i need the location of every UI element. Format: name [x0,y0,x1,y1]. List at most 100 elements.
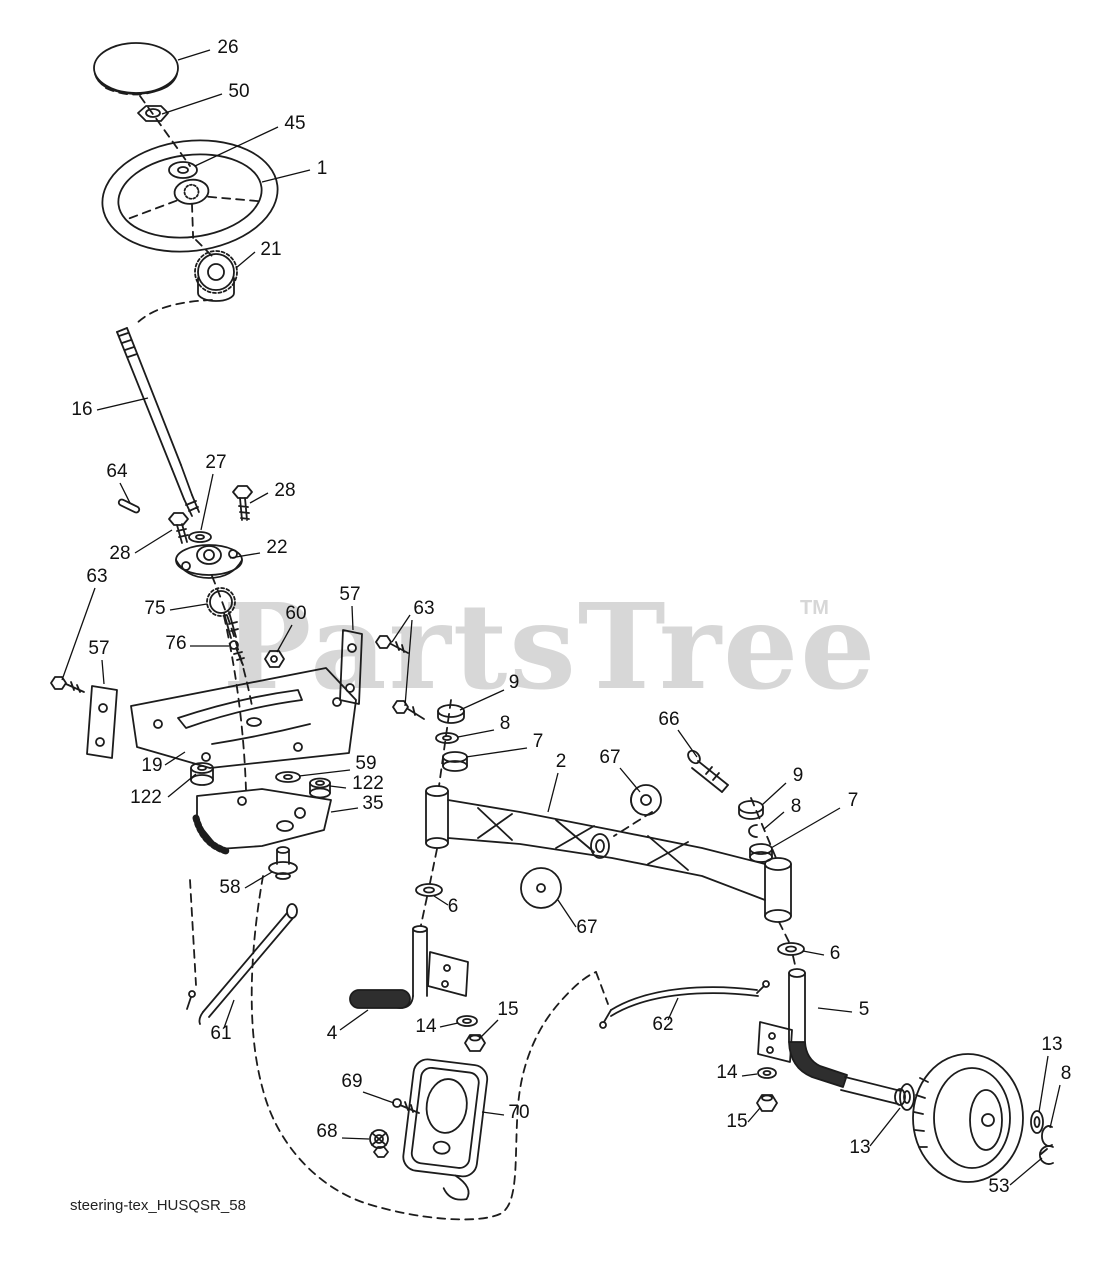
part-45-washer [168,161,198,179]
part-callout-8[interactable]: 8 [791,796,802,817]
watermark-trademark: TM [800,597,829,619]
part-callout-28[interactable]: 28 [109,543,130,564]
callout-leader-line [249,492,269,504]
part-callout-63[interactable]: 63 [86,566,107,587]
part-1-steering-wheel [101,139,279,253]
part-callout-35[interactable]: 35 [362,793,383,814]
part-callout-59[interactable]: 59 [355,753,376,774]
callout-leader-line [167,773,197,798]
part-callout-63[interactable]: 63 [413,598,434,619]
part-callout-9[interactable]: 9 [793,765,804,786]
part-callout-122[interactable]: 122 [130,787,162,808]
part-4-left-spindle [349,925,469,1009]
partstree-watermark: PartsTree [223,577,878,716]
part-callout-5[interactable]: 5 [859,999,870,1020]
callout-leader-line [770,807,841,849]
part-callout-6[interactable]: 6 [448,896,459,917]
callout-leader-line [547,772,559,813]
part-callout-14[interactable]: 14 [415,1016,437,1037]
callout-leader-line [869,1107,901,1147]
part-callout-9[interactable]: 9 [509,672,520,693]
part-22-bearing [175,544,243,579]
part-callout-75[interactable]: 75 [144,598,165,619]
callout-leader-line [404,619,413,707]
part-callout-122[interactable]: 122 [352,773,384,794]
part-60-nut [264,650,285,668]
part-callout-69[interactable]: 69 [341,1071,362,1092]
part-callout-64[interactable]: 64 [106,461,128,482]
part-callout-50[interactable]: 50 [228,81,249,102]
callout-leader-line [161,93,223,115]
part-26-cap [93,42,179,96]
part-callout-19[interactable]: 19 [141,755,162,776]
callout-leader-line [200,473,214,531]
part-16-steering-shaft [116,327,200,517]
part-callout-21[interactable]: 21 [260,239,281,260]
part-callout-7[interactable]: 7 [848,790,859,811]
part-callout-57[interactable]: 57 [339,584,360,605]
callout-leader-line [391,614,411,643]
callout-leader-line [763,811,785,830]
callout-leader-line [177,49,211,61]
callout-leader-line [1038,1055,1049,1113]
part-callout-60[interactable]: 60 [285,603,306,624]
part-callout-67[interactable]: 67 [599,747,620,768]
part-callout-13[interactable]: 13 [849,1137,870,1158]
part-21-wheel-adapter [194,250,238,302]
part-callout-70[interactable]: 70 [508,1102,529,1123]
part-59-washer [275,771,301,783]
part-callout-4[interactable]: 4 [327,1023,338,1044]
part-14-15-left-hardware [456,1015,486,1052]
part-2-axle-assembly [425,785,792,923]
part-27-washer [188,531,212,543]
part-14-15-right-hardware [756,1067,778,1112]
part-callout-7[interactable]: 7 [533,731,544,752]
callout-leader-line [235,251,256,269]
part-19-steering-plate [130,667,357,769]
part-5-right-spindle [757,968,906,1106]
part-callout-8[interactable]: 8 [1061,1063,1072,1084]
part-callout-58[interactable]: 58 [219,877,240,898]
part-callout-53[interactable]: 53 [988,1176,1009,1197]
part-callout-2[interactable]: 2 [556,751,567,772]
part-75-pinion-gear [206,587,239,639]
part-callout-22[interactable]: 22 [266,537,287,558]
part-callout-67[interactable]: 67 [576,917,597,938]
part-callout-62[interactable]: 62 [652,1014,673,1035]
part-callout-16[interactable]: 16 [71,399,92,420]
part-callout-68[interactable]: 68 [316,1121,337,1142]
part-callout-6[interactable]: 6 [830,943,841,964]
part-8-53-clips [1039,1125,1054,1165]
part-callout-14[interactable]: 14 [716,1062,738,1083]
callout-leader-line [557,899,577,928]
part-callout-57[interactable]: 57 [88,638,109,659]
part-61-drag-link [186,903,298,1025]
callout-leader-line [457,729,495,738]
callout-leader-line [747,1107,761,1123]
part-callout-27[interactable]: 27 [205,452,226,473]
callout-leader-line [330,807,359,813]
callout-leader-line [96,397,149,411]
callout-leader-line [351,605,354,631]
part-callout-26[interactable]: 26 [217,37,238,58]
part-35-sector-gear [192,788,332,855]
part-callout-45[interactable]: 45 [284,113,305,134]
construction-dashed-lines [135,95,609,1221]
part-66-bolt [687,749,729,793]
callout-leader-line [101,659,105,685]
part-callout-66[interactable]: 66 [658,709,679,730]
callout-leader-line [119,482,131,504]
part-callout-28[interactable]: 28 [274,480,295,501]
callout-leader-line [677,729,698,758]
part-callout-13[interactable]: 13 [1041,1034,1062,1055]
part-13-washers [899,1083,1044,1134]
part-callout-8[interactable]: 8 [500,713,511,734]
part-callout-1[interactable]: 1 [317,158,328,179]
part-callout-15[interactable]: 15 [497,999,518,1020]
part-callout-15[interactable]: 15 [726,1111,747,1132]
part-callout-61[interactable]: 61 [210,1023,231,1044]
part-callout-76[interactable]: 76 [165,633,186,654]
callout-leader-line [817,1007,853,1013]
